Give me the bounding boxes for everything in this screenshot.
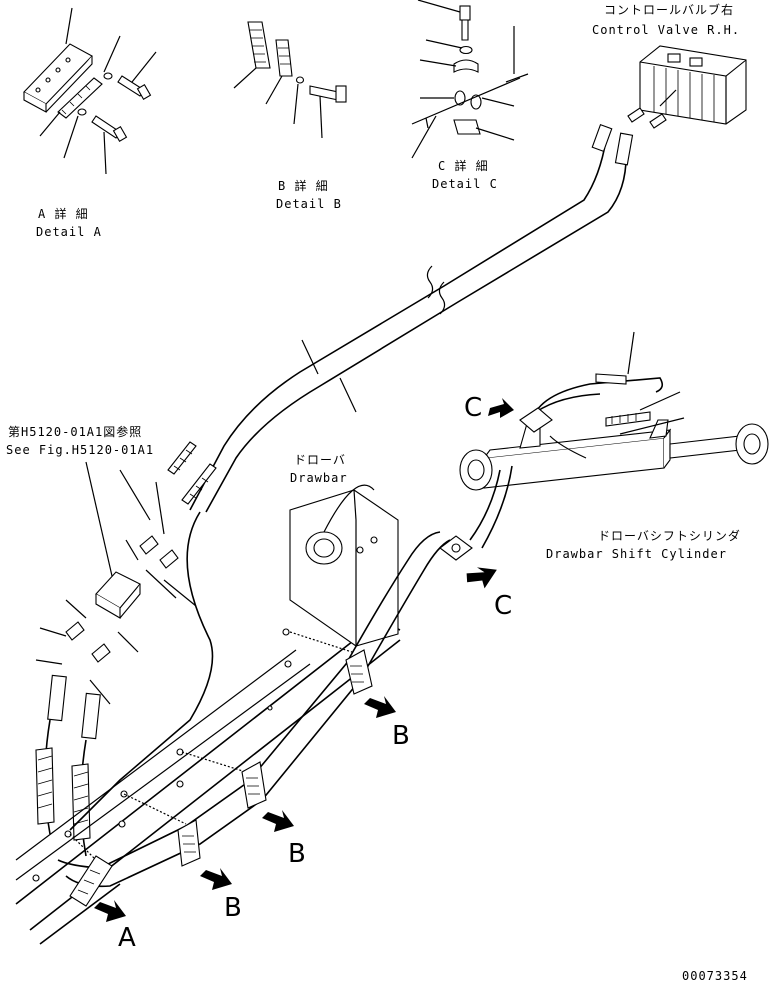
hose-route-lower: [57, 511, 473, 907]
cylinder-label-en: Drawbar Shift Cylinder: [546, 547, 727, 561]
drawbar-label-jp: ドローバ: [294, 453, 346, 467]
detail-b-label-jp: B 詳 細: [278, 178, 329, 193]
detail-a-label-jp: A 詳 細: [38, 206, 89, 221]
detail-b-label-en: Detail B: [276, 197, 342, 211]
detail-a-drawing: [23, 7, 157, 175]
control-valve-label-en: Control Valve R.H.: [592, 23, 740, 37]
see-fig-label-jp: 第H5120-01A1図参照: [8, 424, 142, 439]
callout-c-lower: C: [494, 591, 512, 621]
drawbar-label-en: Drawbar: [290, 471, 348, 485]
cylinder-label-jp: ドローバシフトシリンダ: [598, 528, 741, 543]
hose-lines: [167, 123, 634, 513]
cylinder-drawing: [459, 331, 769, 549]
detail-a-label-en: Detail A: [36, 225, 102, 239]
callout-arrows: [94, 398, 514, 922]
callout-a: A: [118, 923, 136, 953]
callout-c-upper: C: [464, 393, 482, 423]
callout-b-upper: B: [392, 721, 410, 751]
callout-b-middle: B: [288, 839, 306, 869]
detail-b-drawing: [233, 21, 347, 139]
valve-block-drawing: [35, 461, 197, 857]
callout-b-lower: B: [224, 893, 242, 923]
control-valve-label-jp: コントロールバルブ右: [604, 2, 734, 17]
detail-c-label-jp: C 詳 細: [438, 158, 489, 173]
control-valve-drawing: [627, 45, 747, 129]
see-fig-label-en: See Fig.H5120-01A1: [6, 443, 154, 457]
drawbar-drawing: [15, 484, 401, 945]
figure-number: 00073354: [682, 969, 748, 983]
detail-c-drawing: [411, 0, 529, 159]
detail-c-label-en: Detail C: [432, 177, 498, 191]
